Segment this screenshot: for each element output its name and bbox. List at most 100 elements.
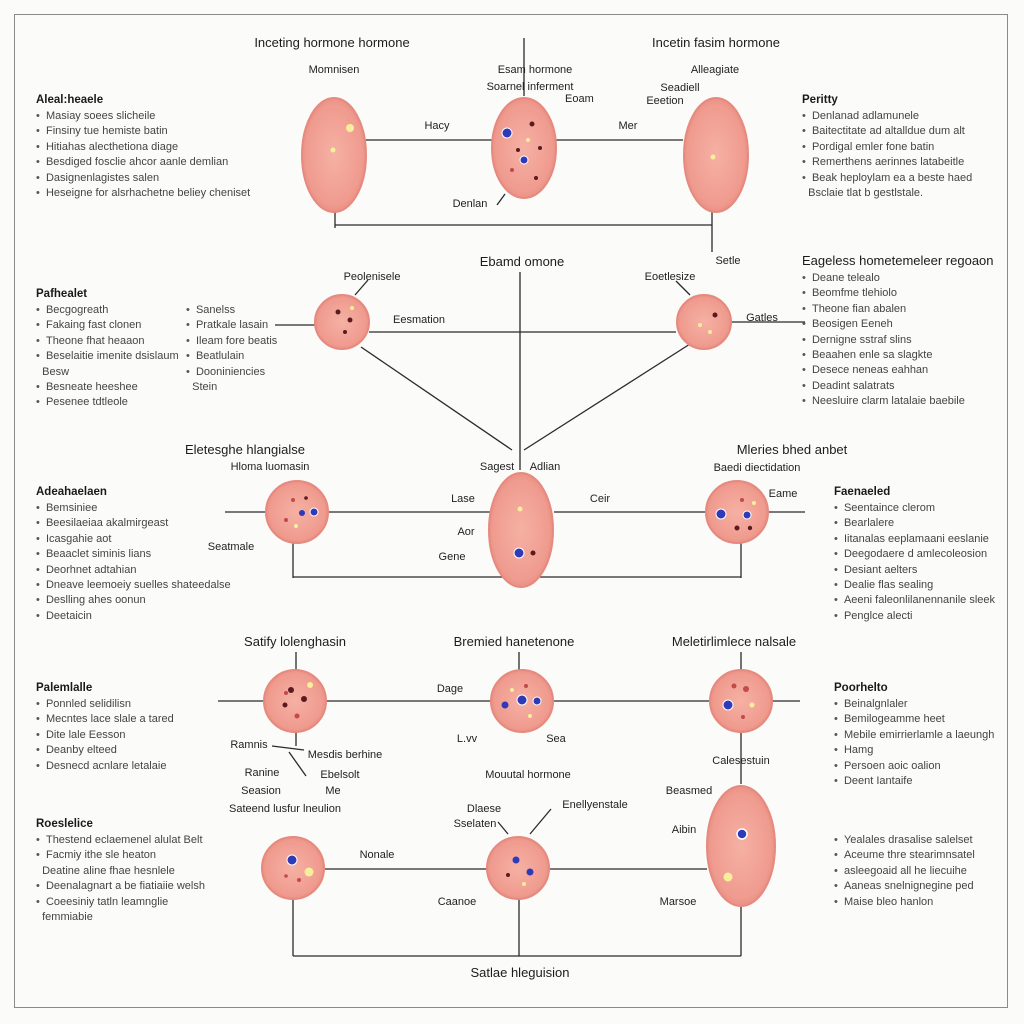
label: Ramnis [230, 739, 268, 751]
label: Caanoe [438, 896, 477, 908]
label: Soarnel inferment [487, 81, 574, 93]
title-row5-center: Mouutal hormone [485, 769, 571, 781]
label: Seadiell [660, 82, 699, 94]
title-row4-right: Meletirlimlece nalsale [672, 634, 796, 649]
list-item: Beselaitie imenite dsislaum Besw [36, 349, 179, 380]
list-item: Dooniniencies Stein [186, 365, 277, 396]
cell-8 [705, 480, 769, 544]
list-heading: Roeslelice [36, 818, 93, 830]
list-item: Aeeni faleonlilanennanile sleek [834, 593, 995, 608]
list-item: Deent Iantaife [834, 774, 994, 789]
list-item: Becgogreath [36, 303, 179, 318]
annotation-list-5: Adeahaelaen Bemsiniee Beesilaeiaa akalmi… [36, 486, 231, 624]
annotation-list-10: Yealales drasalise salelset Aceume thre … [834, 833, 975, 910]
cell-13 [486, 836, 550, 900]
list-item: Pordigal emler fone batin [802, 140, 972, 155]
label: Eoetlesize [645, 271, 696, 283]
list-heading: Pafhealet [36, 288, 88, 300]
title-row4-left: Satify lolenghasin [244, 634, 346, 649]
label: Gene [439, 551, 466, 563]
cell-4 [314, 294, 370, 350]
annotation-list-6: Faenaeled Seentaince clerom Bearlalere I… [834, 486, 995, 624]
cell-9 [263, 669, 327, 733]
cell-3 [683, 97, 749, 213]
list-item: Desiant aelters [834, 563, 995, 578]
cell-5 [676, 294, 732, 350]
annotation-list-7: Palemlalle Ponnled selidilisn Mecntes la… [36, 682, 174, 774]
label: Momnisen [309, 64, 360, 76]
label: Sagest [480, 461, 514, 473]
list-item: Beinalgnlaler [834, 697, 994, 712]
list-item: Finsiny tue hemiste batin [36, 124, 250, 139]
list-item: Maise bleo hanlon [834, 895, 975, 910]
annotation-list-1: Aleal:heaele Masiay soees slicheile Fins… [36, 94, 250, 201]
list-item: Remerthens aerinnes latabeitle [802, 155, 972, 170]
list-item: Mebile emirrierlamle a laeungh [834, 728, 994, 743]
annotation-list-9: Roeslelice Thestend eclaemenel alulat Be… [36, 818, 205, 925]
list-item: Beaaclet siminis lians [36, 547, 231, 562]
list-item: Facmiy ithe sle heaton Deatine aline fha… [36, 848, 205, 879]
list-item: Pesenee tdtleole [36, 395, 179, 410]
list-heading: Aleal:heaele [36, 94, 104, 106]
label: Eoam [565, 93, 594, 105]
list-item: Bearlalere [834, 516, 995, 531]
label: Denlan [453, 198, 488, 210]
label: Peolenisele [344, 271, 401, 283]
label: Aibin [672, 824, 696, 836]
label: Setle [715, 255, 740, 267]
label: Enellyenstale [562, 799, 627, 811]
cell-7 [488, 472, 554, 588]
label: Eesmation [393, 314, 445, 326]
list-item: Dealie flas sealing [834, 578, 995, 593]
label: Aor [457, 526, 474, 538]
cell-11 [709, 669, 773, 733]
list-item: Beatlulain [186, 349, 277, 364]
list-item: asleegoaid all he liecuihe [834, 864, 975, 879]
list-item: Desnecd acnlare letalaie [36, 759, 174, 774]
list-item: Dernigne sstraf slins [802, 333, 965, 348]
title-top-right: Incetin fasim hormone [652, 35, 780, 50]
list-item: Dneave leemoeiy suelles shateedalse [36, 578, 231, 593]
list-item: Beaahen enle sa slagkte [802, 348, 965, 363]
list-item: Deslling ahes oonun [36, 593, 231, 608]
cell-14 [706, 785, 776, 907]
list-item: Yealales drasalise salelset [834, 833, 975, 848]
label: Lase [451, 493, 475, 505]
list-item: Hitiahas alecthetiona diage [36, 140, 250, 155]
list-item: Desece neneas eahhan [802, 363, 965, 378]
label: Sateend lusfur lneulion [229, 803, 341, 815]
list-item: Persoen aoic oalion [834, 759, 994, 774]
cell-2 [491, 97, 557, 199]
label: Dage [437, 683, 463, 695]
diagram-border [14, 14, 1008, 1008]
list-item: Denlanad adlamunele [802, 109, 972, 124]
list-item: Besdiged fosclie ahcor aanle demlian [36, 155, 250, 170]
label: Seasion [241, 785, 281, 797]
label: Beasmed [666, 785, 712, 797]
list-item: Beak heploylam ea a beste haed Bsclaie t… [802, 171, 972, 202]
list-item: Hamg [834, 743, 994, 758]
list-item: Ponnled selidilisn [36, 697, 174, 712]
cell-10 [490, 669, 554, 733]
label: Nonale [360, 849, 395, 861]
cell-12 [261, 836, 325, 900]
list-heading: Adeahaelaen [36, 486, 107, 498]
list-item: Beesilaeiaa akalmirgeast [36, 516, 231, 531]
label: Eame [769, 488, 798, 500]
label: Calesestuin [712, 755, 769, 767]
list-heading: Faenaeled [834, 486, 891, 498]
label: Marsoe [660, 896, 697, 908]
title-row2-right: Eageless hometemeleer regoaon [802, 253, 994, 268]
list-item: Beomfme tlehiolo [802, 286, 965, 301]
title-bottom: Satlae hleguision [470, 965, 569, 980]
list-item: Deorhnet adtahian [36, 563, 231, 578]
label: Ranine [245, 767, 280, 779]
label: Hacy [424, 120, 450, 132]
list-item: Mecntes lace slale a tared [36, 712, 174, 727]
list-item: Iitanalas eeplamaani eeslanie [834, 532, 995, 547]
label: Alleagiate [691, 64, 739, 76]
side-notes-list: Sanelss Pratkale lasain Ileam fore beati… [186, 303, 277, 395]
label: Dlaese [467, 803, 501, 815]
label: Sea [546, 733, 566, 745]
list-item: Deadint salatrats [802, 379, 965, 394]
